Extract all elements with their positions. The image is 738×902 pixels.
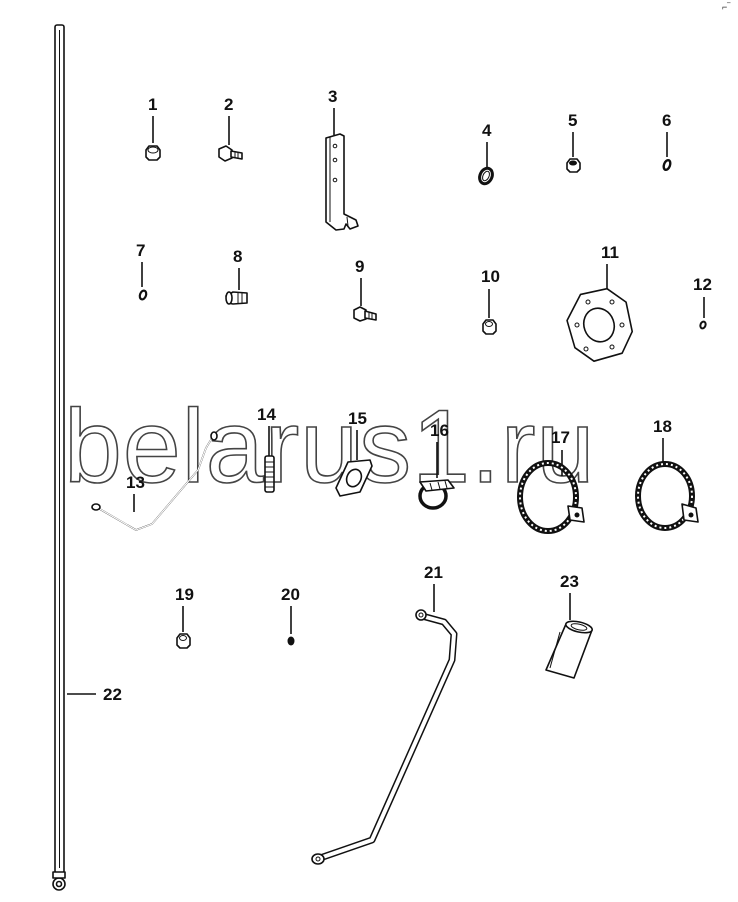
label-13: 13 — [126, 473, 145, 492]
corner-mark: ⌐‾ — [722, 2, 731, 12]
part-17-hose-clamp[interactable] — [517, 460, 585, 534]
label-21: 21 — [424, 563, 443, 582]
part-21-pipe[interactable] — [311, 609, 458, 865]
part-22-rod[interactable] — [52, 24, 66, 891]
label-14: 14 — [257, 405, 276, 424]
label-17: 17 — [551, 428, 570, 447]
label-2: 2 — [224, 95, 233, 114]
part-1-nut[interactable] — [145, 145, 161, 161]
part-18-hose-clamp[interactable] — [635, 461, 699, 531]
label-11: 11 — [601, 243, 619, 262]
label-15: 15 — [348, 409, 367, 428]
part-13-tube[interactable] — [91, 431, 218, 531]
label-22: 22 — [103, 685, 122, 704]
part-2-bolt[interactable] — [218, 145, 243, 162]
label-9: 9 — [355, 257, 364, 276]
label-4: 4 — [482, 121, 492, 140]
part-20-o-ring[interactable] — [287, 636, 295, 646]
part-8-banjo-bolt[interactable] — [225, 291, 248, 305]
watermark: belarus1.ru — [64, 389, 595, 505]
label-20: 20 — [281, 585, 300, 604]
label-19: 19 — [175, 585, 194, 604]
label-18: 18 — [653, 417, 672, 436]
part-23-sleeve[interactable] — [545, 619, 594, 679]
part-12-o-ring[interactable] — [699, 320, 707, 330]
label-5: 5 — [568, 111, 577, 130]
label-12: 12 — [693, 275, 712, 294]
part-4-washer[interactable] — [477, 166, 495, 186]
part-6-o-ring[interactable] — [662, 158, 672, 172]
part-3-bracket[interactable] — [325, 133, 359, 231]
label-6: 6 — [662, 111, 671, 130]
part-19-nut[interactable] — [176, 633, 191, 649]
label-3: 3 — [328, 87, 337, 106]
label-8: 8 — [233, 247, 242, 266]
label-23: 23 — [560, 572, 579, 591]
part-9-bolt[interactable] — [353, 306, 377, 322]
part-11-gasket[interactable] — [563, 286, 635, 364]
label-16: 16 — [430, 421, 449, 440]
part-16-hose-clamp[interactable] — [418, 479, 455, 510]
label-7: 7 — [136, 241, 145, 260]
part-15-gasket[interactable] — [335, 459, 373, 497]
label-10: 10 — [481, 267, 500, 286]
part-14-stud[interactable] — [264, 455, 275, 493]
part-7-o-ring[interactable] — [138, 289, 148, 301]
part-5-nut[interactable] — [566, 158, 581, 173]
label-1: 1 — [148, 95, 157, 114]
part-10-nut[interactable] — [482, 319, 497, 335]
